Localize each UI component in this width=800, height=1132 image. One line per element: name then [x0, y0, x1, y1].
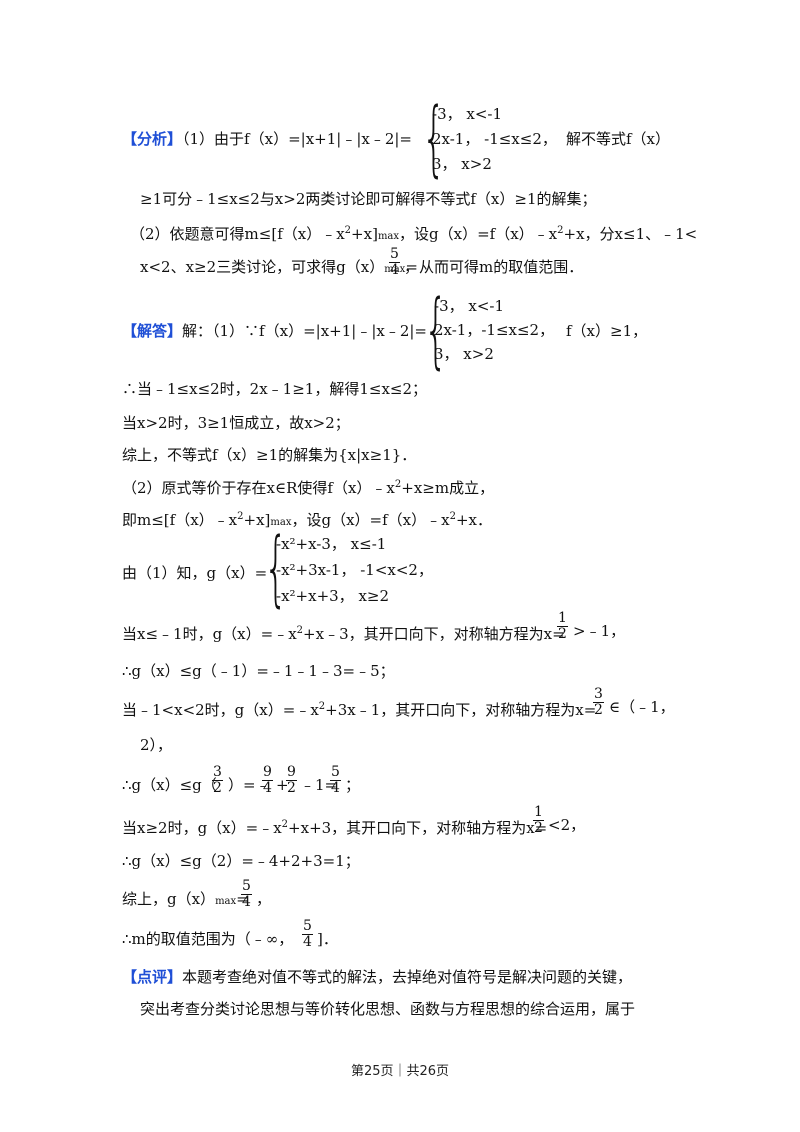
answer-l4: （2）原式等价于存在x∈R使得f（x）﹣x2+x≥m成立， — [122, 479, 495, 497]
answer-l3: 综上，不等式f（x）≥1的解集为{x|x≥1}． — [122, 446, 417, 464]
answer-l11d: ﹣1= — [300, 776, 338, 794]
answer-line-1: 【解答】解：（1）∵f（x）=|x+1|﹣|x﹣2|= — [122, 322, 427, 340]
answer-l15b: ]． — [317, 930, 338, 948]
answer-piece2-2: -x²+3x-1， -1<x<2， — [276, 561, 433, 579]
answer-l9c: ∈（﹣1， — [609, 698, 675, 716]
analysis-line-2: ≥1可分﹣1≤x≤2与x>2两类讨论即可解得不等式f（x）≥1的解集； — [140, 190, 597, 208]
answer-brace-2: { — [264, 521, 288, 616]
analysis-part1-prefix: （1）由于f（x）=|x+1|﹣|x﹣2|= — [182, 130, 412, 148]
analysis-line-1: 【分析】（1）由于f（x）=|x+1|﹣|x﹣2|= — [122, 128, 412, 150]
answer-brace-1: { — [424, 283, 448, 378]
answer-l14: 综上，g（x）max= — [122, 890, 249, 908]
answer-case-2: 2x-1，-1≤x≤2， — [434, 321, 555, 339]
analysis-case-3: 3， x>2 — [432, 155, 492, 173]
answer-l14b: ， — [256, 890, 272, 908]
answer-l2: 当x>2时，3≥1恒成立，故x>2； — [122, 414, 350, 432]
comment-line-1: 【点评】本题考查绝对值不等式的解法，去掉绝对值符号是解决问题的关键， — [122, 968, 633, 986]
answer-l7: 当x≤﹣1时，g（x）=﹣x2+x﹣3，其开口向下，对称轴方程为x= — [122, 625, 565, 643]
answer-tag: 【解答】 — [122, 322, 183, 340]
analysis-brace: { — [422, 91, 446, 186]
analysis-line-4a: x<2、x≥2三类讨论，可求得g（x）max= — [140, 258, 418, 276]
answer-l12: 当x≥2时，g（x）=﹣x2+x+3，其开口向下，对称轴方程为x= — [122, 819, 548, 837]
answer-l12c: <2， — [548, 816, 586, 834]
comment-line-2: 突出考查分类讨论思想与等价转化思想、函数与方程思想的综合运用，属于 — [140, 1000, 636, 1018]
answer-l8: ∴g（x）≤g（﹣1）=﹣1﹣1﹣3=﹣5； — [122, 662, 395, 680]
answer-l5: 即m≤[f（x）﹣x2+x]max，设g（x）=f（x）﹣x2+x． — [122, 511, 492, 529]
answer-case-3: 3， x>2 — [434, 345, 494, 363]
answer-l13: ∴g（x）≤g（2）=﹣4+2+3=1； — [122, 852, 360, 870]
answer-l6: 由（1）知，g（x）= — [122, 564, 268, 582]
answer-l10: 2）， — [140, 736, 173, 754]
answer-case-1: -3， x<-1 — [434, 297, 505, 315]
analysis-case-2: 2x-1， -1≤x≤2， — [432, 130, 557, 148]
answer-l11c: + — [276, 776, 289, 794]
answer-part1-suffix: f（x）≥1， — [566, 322, 648, 340]
answer-l11b: ）=﹣ — [228, 776, 271, 794]
answer-l7c: >﹣1， — [573, 622, 626, 640]
answer-piece2-1: -x²+x-3， x≤-1 — [276, 535, 387, 553]
analysis-case-1: -3， x<-1 — [432, 105, 503, 123]
answer-l11a: ∴g（x）≤g（ — [122, 776, 217, 794]
answer-l1: ∴当﹣1≤x≤2时，2x﹣1≥1，解得1≤x≤2； — [122, 380, 428, 398]
analysis-line-4b: ，从而可得m的取值范围． — [404, 258, 584, 276]
analysis-tag: 【分析】 — [122, 130, 183, 148]
answer-l9: 当﹣1<x<2时，g（x）=﹣x2+3x﹣1，其开口向下，对称轴方程为x= — [122, 701, 597, 719]
analysis-part1-suffix: 解不等式f（x） — [566, 130, 671, 148]
answer-l11e: ； — [345, 776, 361, 794]
analysis-line-3: （2）依题意可得m≤[f（x）﹣x2+x]max，设g（x）=f（x）﹣x2+x… — [130, 225, 698, 243]
answer-piece2-3: -x²+x+3， x≥2 — [276, 587, 390, 605]
answer-l15a: ∴m的取值范围为（﹣∞， — [122, 930, 294, 948]
comment-tag: 【点评】 — [122, 968, 183, 986]
page-footer: 第25页｜共26页 — [350, 1064, 450, 1079]
